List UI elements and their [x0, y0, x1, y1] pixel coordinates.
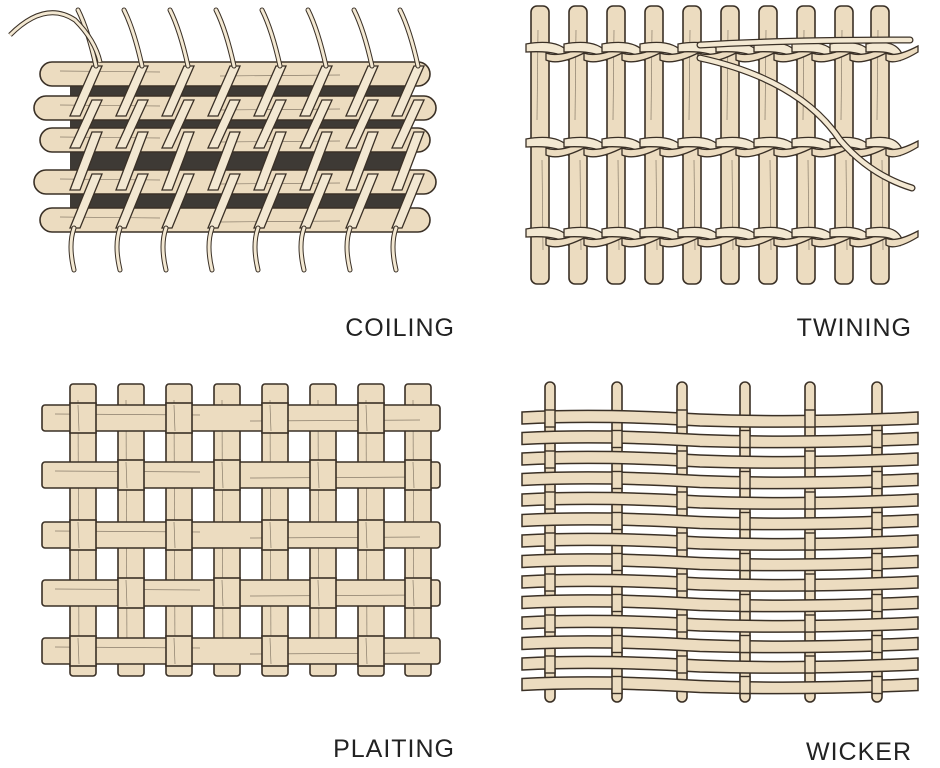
coil-wrap-strand — [114, 99, 150, 149]
coil-wrap-strand — [161, 65, 195, 117]
coil-rod — [39, 207, 431, 233]
wicker-weaver-row — [521, 593, 919, 613]
coil-wrap-strand — [253, 131, 287, 191]
coil-wrap-strand — [207, 65, 241, 117]
wicker-weaver-row — [521, 634, 919, 654]
wicker-weaver-row — [521, 409, 919, 428]
plaiting-crossing — [309, 459, 337, 491]
plaiting-crossing — [404, 459, 432, 491]
plaiting-crossing — [261, 519, 289, 551]
plaiting-crossing — [213, 459, 241, 491]
coil-wrap-strand — [69, 173, 103, 229]
wicker-weaver-row — [521, 470, 919, 490]
wicker-weaver-row — [521, 675, 919, 695]
twining-illustration — [525, 5, 919, 285]
plaiting-crossing — [117, 459, 145, 491]
plaiting-crossing — [69, 402, 97, 434]
coil-wrap-strand — [299, 65, 333, 117]
coil-wrap-strand — [391, 131, 425, 191]
coil-wrap-strand — [115, 131, 149, 191]
coil-wrap-strand — [68, 99, 104, 149]
plaiting-crossing — [357, 519, 385, 551]
coil-wrap-strand — [115, 173, 149, 229]
coil-wrap-strand — [345, 173, 379, 229]
coil-wrap-strand — [391, 65, 425, 117]
plaiting-horizontal-strip — [41, 579, 441, 607]
wicker-label: WICKER — [806, 738, 912, 766]
plaiting-horizontal-strip — [41, 521, 441, 549]
coil-wrap-strand — [69, 131, 103, 191]
coil-wrap-strand — [207, 131, 241, 191]
wicker-weaver-row — [521, 532, 919, 551]
coil-wrap-strand — [115, 65, 149, 117]
coil-wrap-strand — [391, 173, 425, 229]
coil-wrap-strand — [299, 173, 333, 229]
plaiting-crossing — [261, 635, 289, 667]
wicker-weaver-row — [521, 429, 919, 449]
coil-wrap-strand — [345, 131, 379, 191]
plaiting-crossing — [165, 402, 193, 434]
plaiting-crossing — [69, 635, 97, 667]
plaiting-crossing — [404, 577, 432, 609]
wicker-weaver-row — [521, 552, 919, 572]
plaiting-horizontal-strip — [41, 461, 441, 489]
plaiting-crossing — [165, 519, 193, 551]
plaiting-crossing — [165, 635, 193, 667]
coil-wrap-strand — [161, 131, 195, 191]
coil-wrap-strand — [207, 173, 241, 229]
coiling-label: COILING — [345, 314, 455, 342]
plaiting-illustration — [41, 383, 441, 677]
plaiting-label: PLAITING — [333, 735, 455, 763]
coil-wrap-strand — [160, 99, 196, 149]
coil-wrap-strand — [345, 65, 379, 117]
plaiting-crossing — [117, 577, 145, 609]
wicker-weaver-row — [521, 491, 919, 510]
wicker-weaver-row — [521, 573, 919, 592]
plaiting-horizontal-strip — [41, 637, 441, 665]
plaiting-crossing — [309, 577, 337, 609]
twining-weft-row — [525, 136, 919, 158]
twining-label: TWINING — [796, 314, 912, 342]
twining-weft-row — [525, 226, 919, 248]
coil-wrap-strand — [69, 65, 103, 117]
coil-wrap-strand — [253, 65, 287, 117]
coil-wrap-strand — [344, 99, 380, 149]
coil-wrap-strand — [253, 173, 287, 229]
coil-wrap-strand — [298, 99, 334, 149]
wicker-illustration — [521, 381, 919, 703]
coil-loose-strand — [8, 10, 103, 63]
coiling-illustration — [8, 7, 437, 273]
plaiting-crossing — [213, 577, 241, 609]
wicker-weaver-row — [521, 511, 919, 531]
plaiting-crossing — [69, 519, 97, 551]
plaiting-horizontal-strip — [41, 404, 441, 432]
coil-wrap-strand — [252, 99, 288, 149]
plaiting-crossing — [261, 402, 289, 434]
plaiting-crossing — [357, 402, 385, 434]
twining-weft-row — [525, 41, 919, 63]
coil-wrap-strand — [161, 173, 195, 229]
wicker-weaver-row — [521, 450, 919, 469]
plaiting-crossing — [357, 635, 385, 667]
wicker-weaver-row — [521, 655, 919, 674]
coil-wrap-strand — [206, 99, 242, 149]
coil-wrap-strand — [299, 131, 333, 191]
wicker-weaver-row — [521, 614, 919, 633]
coil-wrap-strand — [390, 99, 426, 149]
